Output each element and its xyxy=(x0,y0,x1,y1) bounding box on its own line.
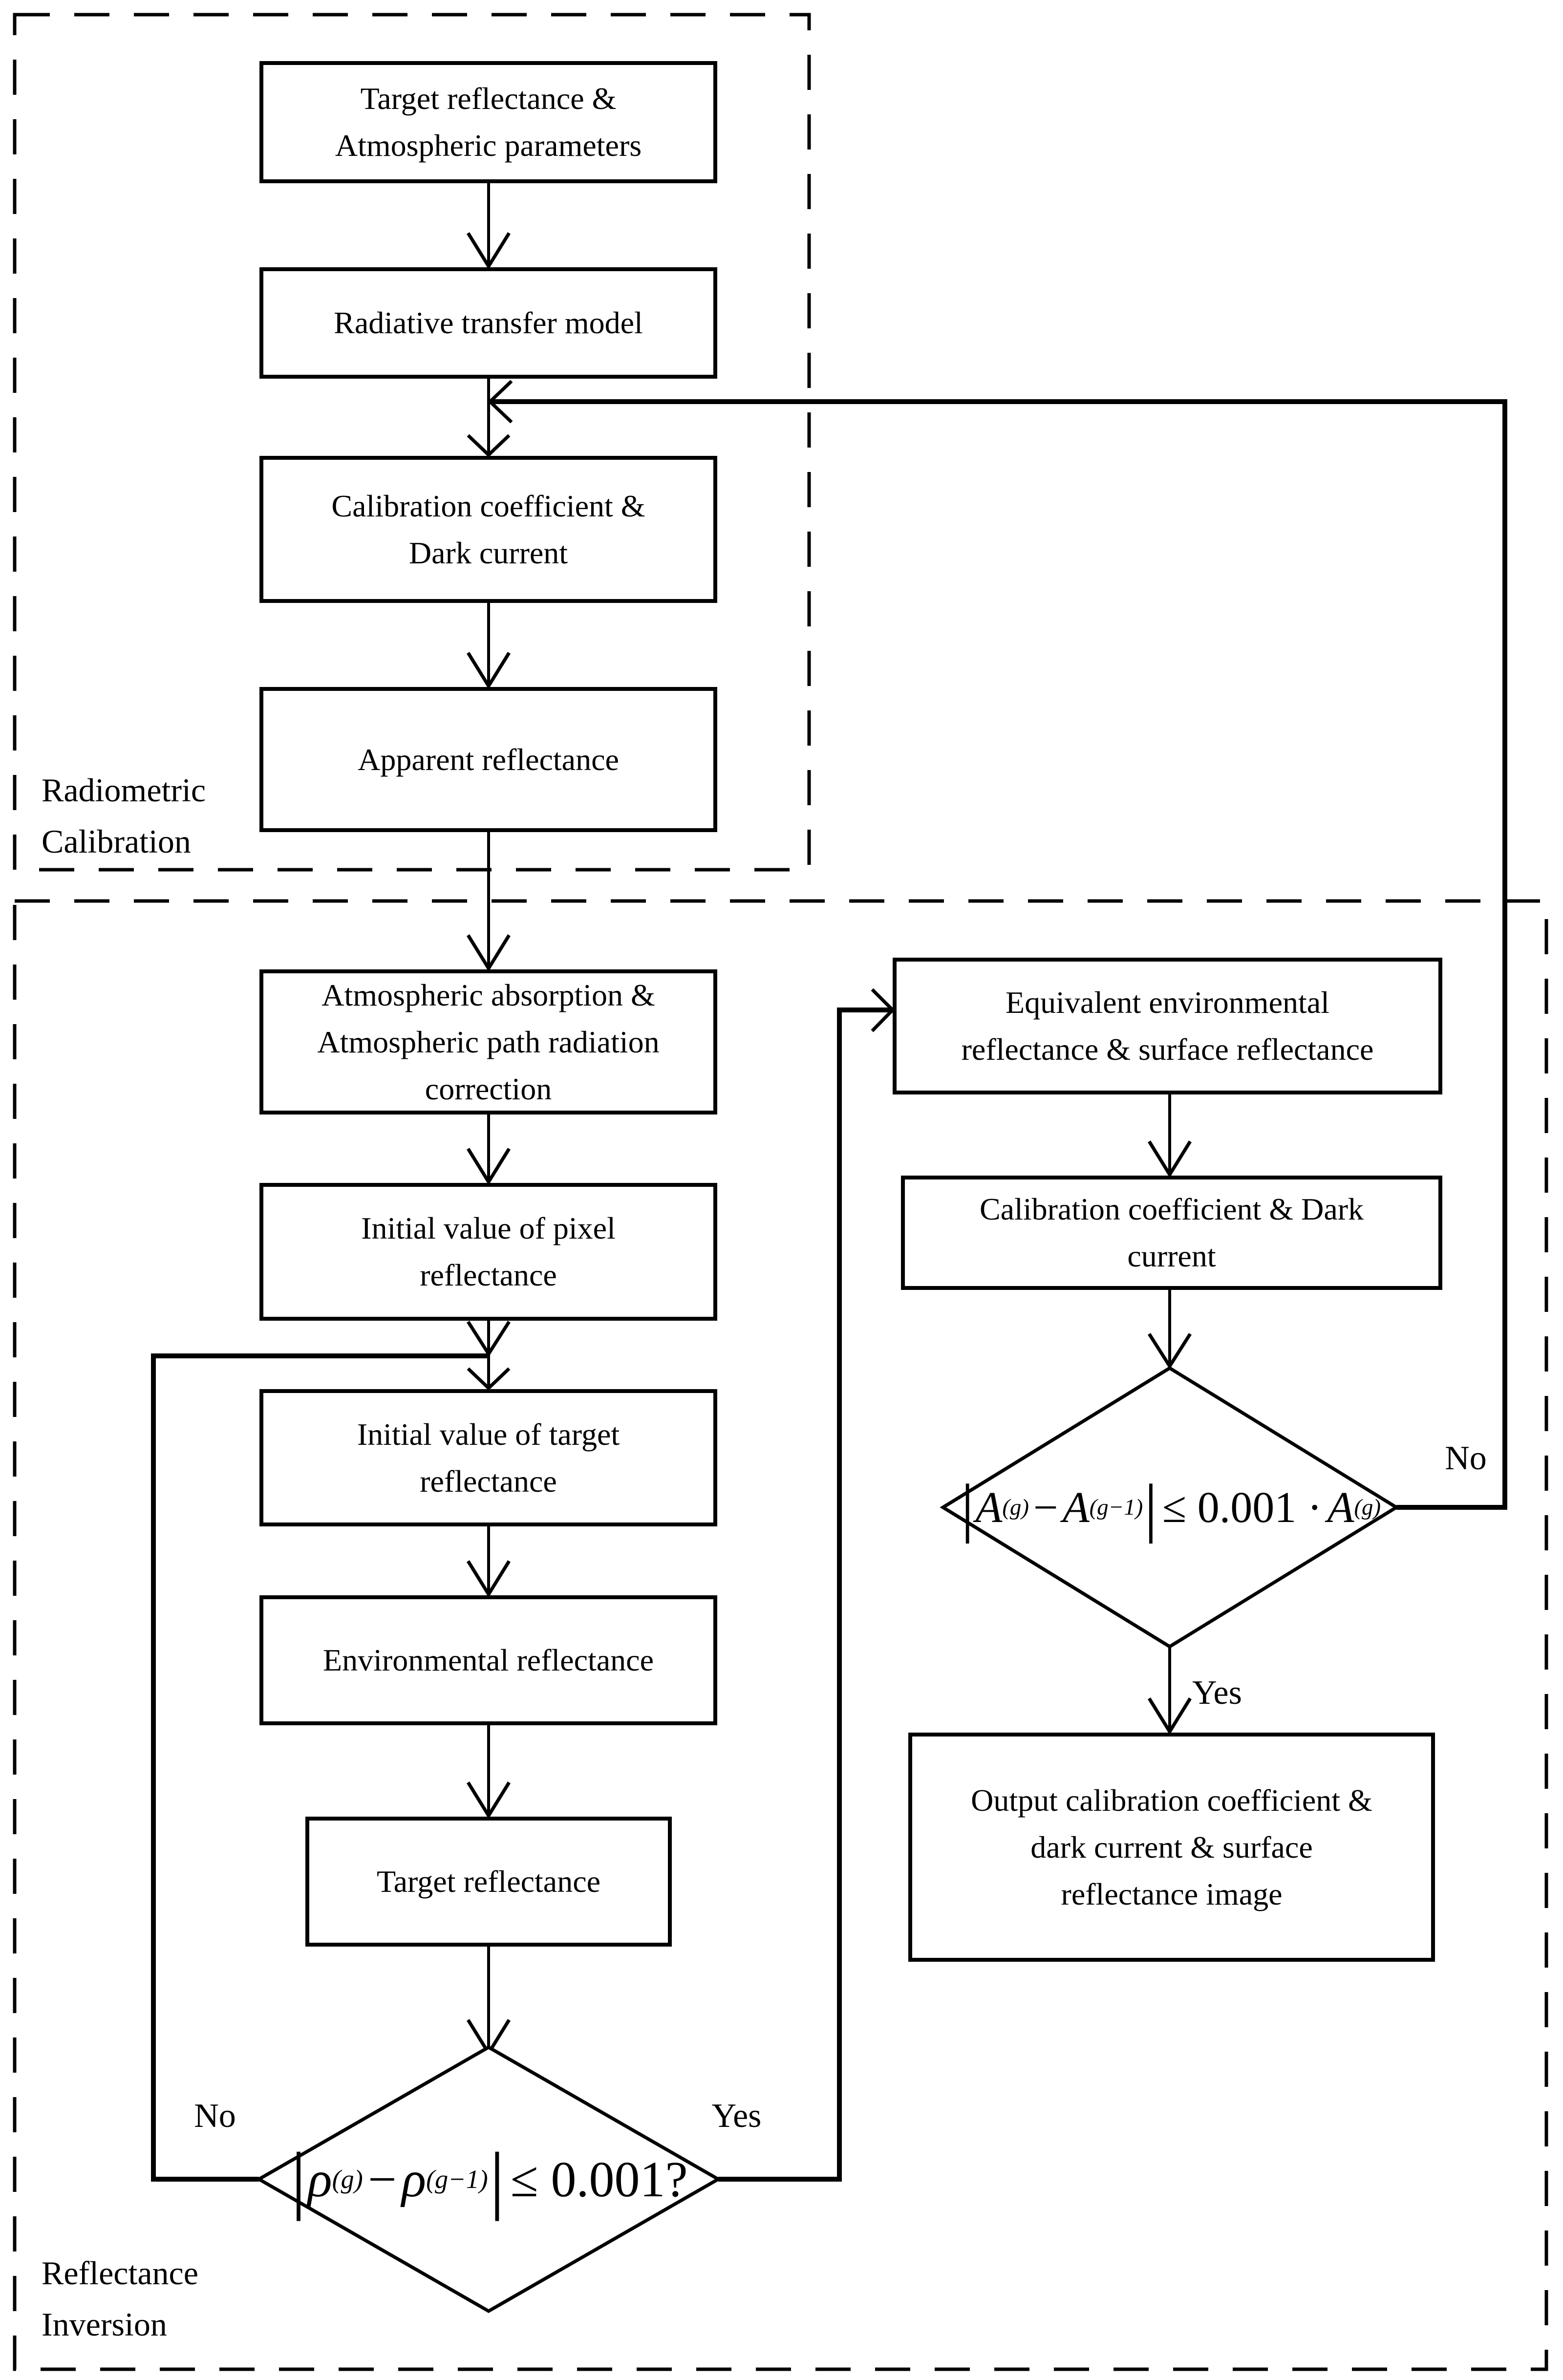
threshold-text: ≤ 0.001? xyxy=(510,2151,688,2208)
reflectance-inversion-region-label: Reflectance Inversion xyxy=(42,2254,198,2343)
arrowhead-into-b4 xyxy=(467,652,511,689)
box-environmental-reflectance: Environmental reflectance xyxy=(259,1595,717,1725)
diamond2-no-loop-line xyxy=(490,399,1507,1510)
arrowhead-into-b6 xyxy=(467,1148,511,1185)
diamond1-no-label: No xyxy=(194,2097,236,2135)
box-calibration-coefficient-dark-current: Calibration coefficient & Dark current xyxy=(259,456,717,603)
left-abs-bar: | xyxy=(961,1471,974,1544)
box-radiative-transfer-model: Radiative transfer model xyxy=(259,267,717,379)
box-calibration-coefficient-dark-current-right: Calibration coefficient & Dark current xyxy=(901,1176,1442,1290)
box-atmospheric-absorption-path-radiation-correction: Atmospheric absorption & Atmospheric pat… xyxy=(259,969,717,1115)
box-output-calibration-surface-reflectance-image: Output calibration coefficient & dark cu… xyxy=(908,1733,1435,1962)
decision-diamond-calibration-coefficient xyxy=(940,1366,1400,1649)
box-apparent-reflectance: Apparent reflectance xyxy=(259,687,717,832)
right-abs-bar: | xyxy=(489,2137,505,2221)
arrowhead-into-rc xyxy=(1148,1697,1192,1735)
radiometric-calibration-region-label: Radiometric Calibration xyxy=(42,772,206,860)
left-abs-bar: | xyxy=(291,2137,306,2221)
box-target-reflectance: Target reflectance xyxy=(305,1817,672,1947)
box-initial-value-pixel-reflectance: Initial value of pixel reflectance xyxy=(259,1183,717,1321)
box-initial-value-target-reflectance: Initial value of target reflectance xyxy=(259,1389,717,1526)
box-target-reflectance-atmospheric-parameters: Target reflectance & Atmospheric paramet… xyxy=(259,61,717,183)
box-equivalent-environmental-surface-reflectance: Equivalent environmental reflectance & s… xyxy=(893,958,1442,1094)
threshold-text: ≤ 0.001 · xyxy=(1162,1483,1322,1532)
minus-sign: − xyxy=(368,2151,397,2208)
arrowhead-feedback-into-junction-left xyxy=(487,380,513,424)
arrowhead-into-b8 xyxy=(467,1560,511,1598)
arrowhead-into-b7 xyxy=(467,1367,511,1391)
a-g-1: A xyxy=(1062,1483,1090,1532)
radiometric-calibration-region-border xyxy=(13,13,811,872)
reflectance-inversion-region-border xyxy=(13,899,1548,2371)
diamond1-yes-branch-line xyxy=(718,1008,891,2182)
arrowhead-into-loop-junction xyxy=(467,1321,511,1357)
sup-g-1: (g−1) xyxy=(426,2165,488,2194)
arrowhead-into-rb xyxy=(1148,1140,1192,1178)
diamond2-yes-label: Yes xyxy=(1192,1674,1242,1712)
sup-g: (g) xyxy=(332,2165,363,2194)
right-abs-bar: | xyxy=(1144,1471,1157,1544)
sup-g-rhs: (g) xyxy=(1354,1495,1381,1520)
decision2-condition: |A(g)−A(g−1)|≤ 0.001 ·A(g) xyxy=(948,1444,1392,1571)
arrowhead-into-b5 xyxy=(467,934,511,972)
sup-g-1: (g−1) xyxy=(1089,1495,1143,1520)
decision1-condition: |ρ(g)−ρ(g−1)|≤ 0.001? xyxy=(266,2111,711,2248)
arrowhead-into-b2 xyxy=(467,232,511,270)
rho-g-1: ρ xyxy=(402,2151,427,2208)
sup-g: (g) xyxy=(1002,1495,1029,1520)
a-g: A xyxy=(975,1483,1003,1532)
rho-g: ρ xyxy=(307,2151,332,2208)
diamond1-yes-label: Yes xyxy=(711,2097,762,2135)
diamond2-no-label: No xyxy=(1445,1439,1487,1477)
minus-sign: − xyxy=(1033,1483,1058,1532)
a-g-rhs: A xyxy=(1327,1483,1354,1532)
arrowhead-into-b9 xyxy=(467,1781,511,1819)
arrowhead-into-b3 xyxy=(467,434,511,457)
decision-diamond-pixel-reflectance xyxy=(255,2045,722,2314)
diamond1-no-loop-line xyxy=(151,1353,489,2182)
